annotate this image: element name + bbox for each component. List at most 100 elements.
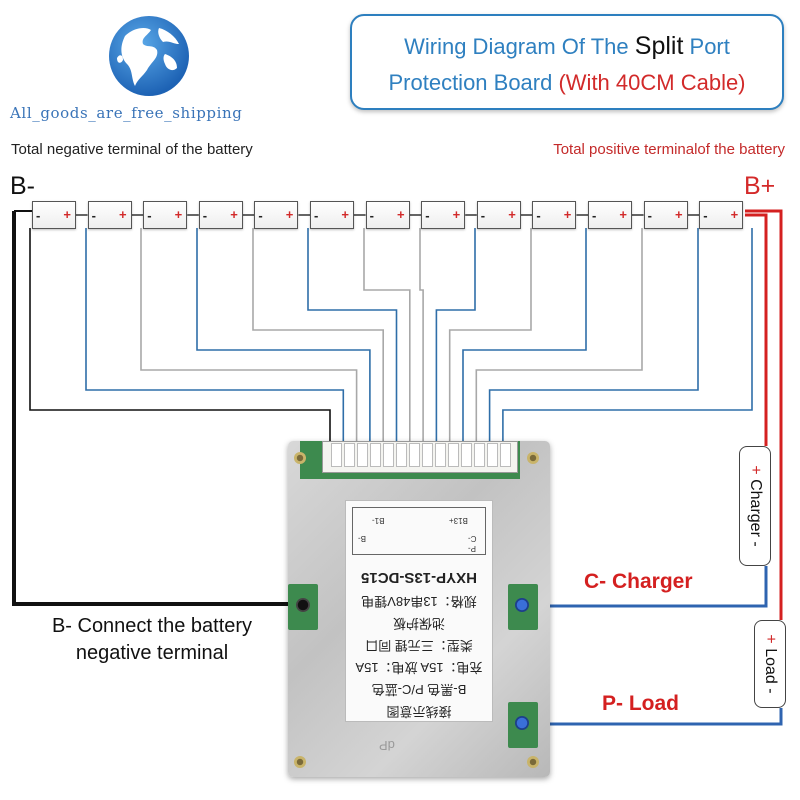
cell-plus-sign: + <box>174 207 183 222</box>
cell-minus-sign: - <box>536 208 541 223</box>
cell-minus-sign: - <box>425 208 430 223</box>
b-minus-terminal-label: B- <box>10 172 35 200</box>
load-side-label: + Load - <box>754 620 786 708</box>
board-model: HXYP-13S-DC15 <box>361 569 477 586</box>
cell-minus-sign: - <box>147 208 152 223</box>
cell-plus-sign: + <box>285 207 294 222</box>
connector-pin <box>500 443 511 467</box>
connector-pin <box>396 443 407 467</box>
mounting-hole <box>294 756 306 768</box>
board-label-b1: B1- <box>372 516 385 525</box>
balance-sense-wire <box>140 228 358 448</box>
battery-cell: -+ <box>699 201 744 229</box>
charger-side-label: + Charger - <box>739 446 771 566</box>
connector-pin <box>344 443 355 467</box>
board-label-c: C- <box>468 534 477 543</box>
battery-cell: -+ <box>310 201 354 229</box>
board-label-b-minus: B- <box>358 534 366 543</box>
cell-plus-sign: + <box>63 207 71 222</box>
cell-plus-sign: + <box>452 207 461 222</box>
board-spec-line: 规格：13串48V锂电 <box>361 594 477 609</box>
cell-plus-sign: + <box>675 207 683 222</box>
board-current-line: 充电：15A 放电：15A <box>355 660 483 675</box>
cell-minus-sign: - <box>592 208 597 223</box>
mounting-hole <box>294 452 306 464</box>
board-label-b13: B13+ <box>449 516 468 525</box>
battery-cell: -+ <box>588 201 632 229</box>
board-label-p: P- <box>468 544 476 553</box>
cell-minus-sign: - <box>703 208 708 223</box>
b-plus-load-wire <box>745 209 783 620</box>
cell-minus-sign: - <box>36 208 41 223</box>
cell-minus-sign: - <box>480 208 486 223</box>
balance-sense-wire <box>85 228 345 448</box>
cell-plus-sign: + <box>619 207 627 222</box>
cell-plus-sign: + <box>119 207 127 222</box>
battery-cell: -+ <box>421 201 466 229</box>
cell-minus-sign: - <box>91 208 96 223</box>
title-box: Wiring Diagram Of The Split Port Protect… <box>350 14 784 110</box>
board-wire-line: B-黑色 P/C-蓝色 <box>371 682 467 697</box>
positive-terminal-caption: Total positive terminalof the battery <box>553 141 785 158</box>
b-minus-note: B- Connect the battery negative terminal <box>51 615 253 664</box>
shop-name: All_goods_are_free_shipping <box>10 104 243 122</box>
title-text: Wiring Diagram Of The <box>404 34 635 59</box>
globe-logo-icon <box>109 16 189 96</box>
balance-sense-wire <box>307 228 398 448</box>
load-plus-sign: + <box>762 634 779 644</box>
balance-sense-wire <box>488 228 699 448</box>
connector-pin <box>357 443 368 467</box>
battery-cell: -+ <box>143 201 188 229</box>
connector-pin <box>474 443 485 467</box>
connector-pin <box>435 443 446 467</box>
board-brand-mark: dP <box>379 738 395 753</box>
negative-terminal-caption: Total negative terminal of the battery <box>11 141 253 158</box>
cell-plus-sign: + <box>730 207 739 222</box>
title-line-2: Protection Board (With 40CM Cable) <box>352 65 782 101</box>
battery-cell: -+ <box>254 201 299 229</box>
connector-pin <box>409 443 420 467</box>
load-label: P- Load <box>602 692 679 715</box>
board-label-window <box>352 507 486 555</box>
load-negative-wire <box>522 708 783 726</box>
cell-plus-sign: + <box>563 207 572 222</box>
title-text-cable: (With 40CM Cable) <box>558 70 746 95</box>
cell-minus-sign: - <box>202 208 208 223</box>
load-side-word: Load <box>762 643 779 689</box>
balance-sense-wire <box>252 228 385 448</box>
b-plus-terminal-label: B+ <box>744 172 776 200</box>
charger-minus-sign: - <box>747 541 764 547</box>
b-plus-charger-wire <box>745 213 768 446</box>
charger-side-word: Charger <box>747 474 764 542</box>
title-line-1: Wiring Diagram Of The Split Port <box>352 28 782 65</box>
balance-sense-wire <box>448 228 532 448</box>
load-side-text: + Load - <box>761 634 779 693</box>
b-minus-port-screw <box>296 598 310 612</box>
connector-pin <box>461 443 472 467</box>
connector-pin <box>370 443 381 467</box>
balance-sense-wire <box>363 228 411 448</box>
title-text: Protection Board <box>388 70 559 95</box>
battery-cell: -+ <box>32 201 76 229</box>
balance-sense-wire <box>475 228 643 448</box>
cell-minus-sign: - <box>369 208 374 223</box>
title-text: Port <box>683 34 730 59</box>
cell-minus-sign: - <box>258 208 263 223</box>
battery-cell: -+ <box>87 201 132 229</box>
board-sticker-text: 接线示意图 B-黑色 P/C-蓝色 充电：15A 放电：15A 类型：三元锂 同… <box>346 556 492 722</box>
connector-pin <box>487 443 498 467</box>
cell-plus-sign: + <box>230 207 238 222</box>
load-port-screw <box>515 716 529 730</box>
mounting-hole <box>527 756 539 768</box>
board-product-line: 池保护板 <box>393 616 446 631</box>
load-minus-sign: - <box>762 688 779 694</box>
cell-minus-sign: - <box>647 208 652 223</box>
charger-negative-wire <box>522 566 768 608</box>
cell-minus-sign: - <box>314 208 319 223</box>
cell-plus-sign: + <box>397 207 405 222</box>
connector-pin <box>383 443 394 467</box>
balance-sense-wire <box>29 228 331 448</box>
board-diagram-line: 接线示意图 <box>386 704 452 719</box>
